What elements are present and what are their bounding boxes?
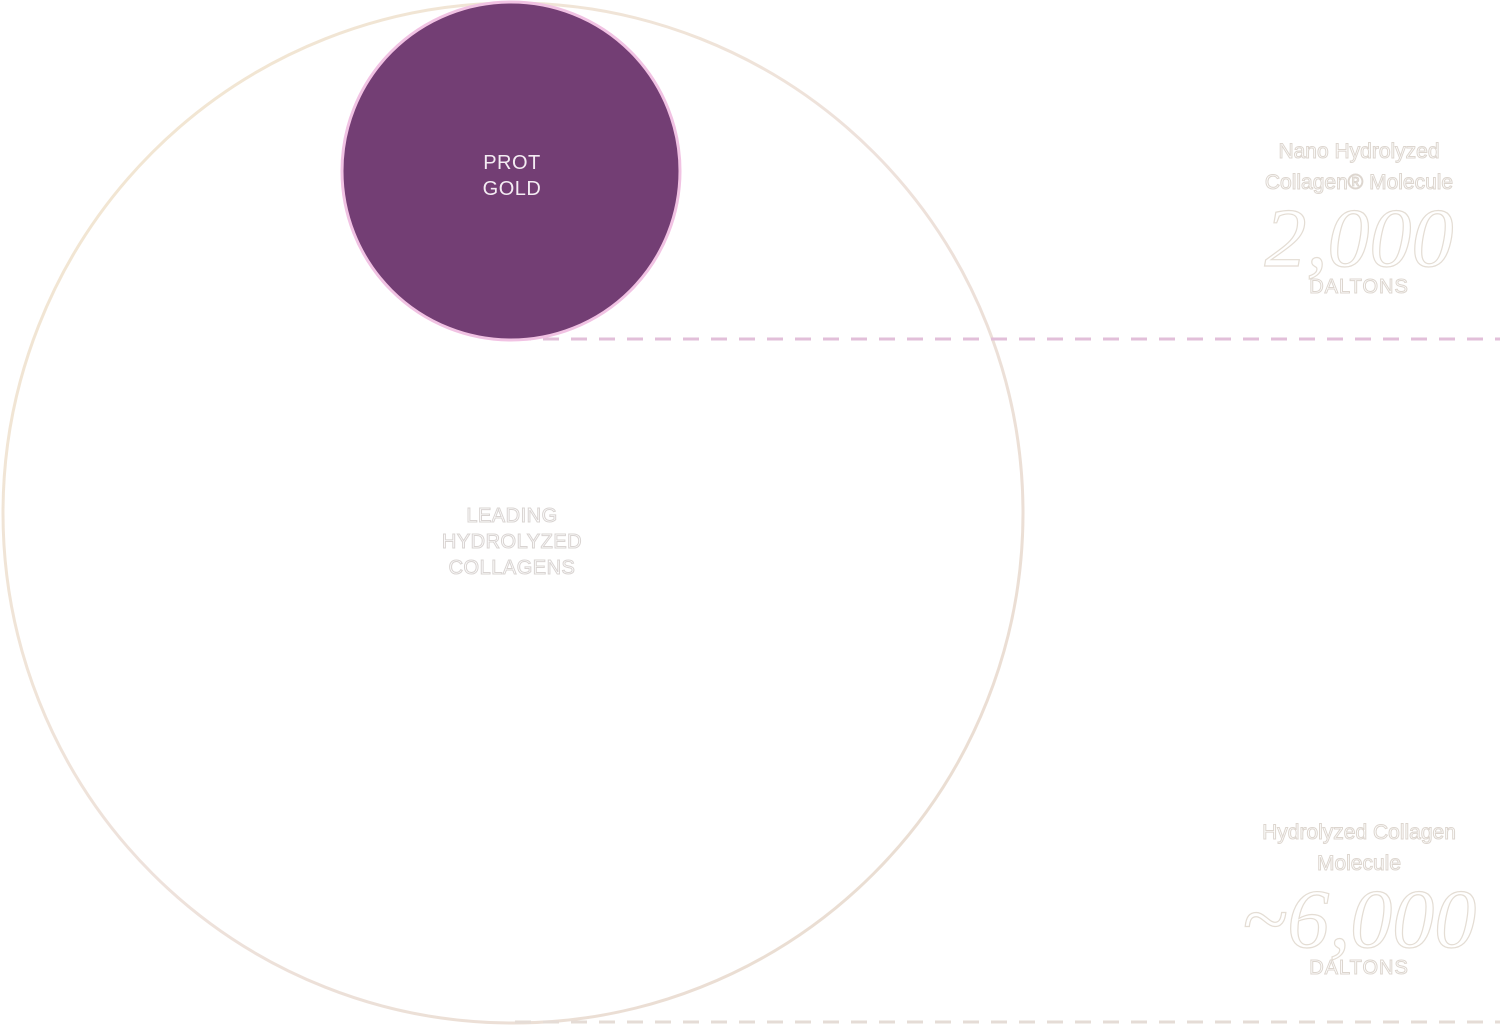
callout-title: Nano Hydrolyzed Collagen® Molecule [1209,136,1500,198]
large-circle-label-line: LEADING [466,505,558,528]
small-circle [340,0,682,342]
callout-unit: DALTONS [1309,957,1409,980]
callout-title: Hydrolyzed Collagen Molecule [1209,817,1500,879]
large-circle-label-line: HYDROLYZED [441,531,583,554]
callout-title-line: Collagen® Molecule [1264,171,1454,195]
callout-unit: DALTONS [1309,276,1409,299]
small-circle-label: PROT GOLD [412,150,612,202]
large-circle-label: LEADING HYDROLYZED COLLAGENS [392,503,632,581]
callout-value: 2,000 [1264,192,1454,285]
callout-title-line: Hydrolyzed Collagen [1262,821,1457,845]
callout-hydrolyzed-molecule: Hydrolyzed Collagen Molecule ~6,000 DALT… [1209,817,1500,980]
callout-title-line: Molecule [1316,852,1402,876]
callout-nano-molecule: Nano Hydrolyzed Collagen® Molecule 2,000… [1209,136,1500,299]
large-circle-label-line: COLLAGENS [448,557,576,580]
small-circle-label-line: PROT [483,152,541,174]
callout-value: ~6,000 [1241,873,1477,966]
small-circle-label-line: GOLD [482,178,542,200]
callout-title-line: Nano Hydrolyzed [1278,140,1440,164]
